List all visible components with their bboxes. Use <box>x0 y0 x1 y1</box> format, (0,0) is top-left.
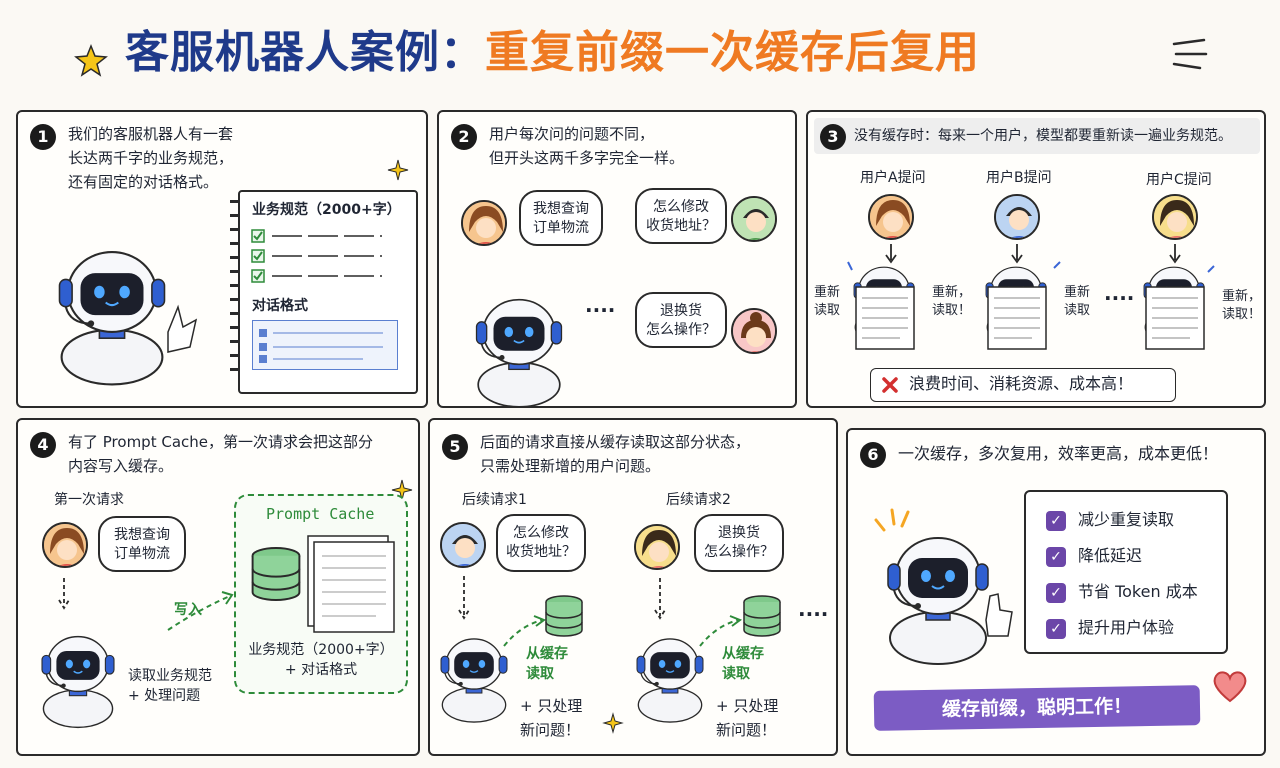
user-b-label: 用户B提问 <box>986 170 1052 186</box>
from-cache-label: 从缓存 读取 <box>526 646 568 682</box>
robot-reading-icon <box>847 261 1215 350</box>
user-avatar <box>42 522 88 568</box>
page-title: 客服机器人案例：重复前缀一次缓存后复用 <box>125 16 980 80</box>
waste-banner: 浪费时间、消耗资源、成本高！ <box>870 368 1176 402</box>
step-number: 1 <box>30 124 56 150</box>
reread-label: 重新 读取 <box>1064 285 1091 318</box>
doc-subtitle: 对话格式 <box>252 298 308 314</box>
benefit-item: ✓提升用户体验 <box>1046 616 1174 640</box>
question-bubble: 退换货 怎么操作？ <box>694 514 784 572</box>
user-avatar <box>1152 194 1198 240</box>
prompt-cache-box: Prompt Cache 业务规范（2000+字） + 对话格式 <box>234 494 408 694</box>
reread-label: 重新， 读取！ <box>1222 289 1262 322</box>
from-cache-label: 从缓存 读取 <box>722 646 764 682</box>
cache-desc: 业务规范（2000+字） + 对话格式 <box>248 642 394 678</box>
question-bubble: 我想查询 订单物流 <box>519 190 603 246</box>
heart-icon <box>1213 671 1247 703</box>
ellipsis-dots: ···· <box>585 298 616 322</box>
arrow-icon <box>885 244 1181 264</box>
title-part2: 重复前缀一次缓存后复用 <box>485 27 980 78</box>
slogan-banner: 缓存前缀，聪明工作！ <box>873 685 1201 731</box>
benefit-item: ✓节省 Token 成本 <box>1046 580 1198 604</box>
check-icon: ✓ <box>1046 618 1066 639</box>
panel-2: 2 用户每次问的问题不同， 但开头这两千多字完全一样。 我想查询 订单物流 怎么… <box>437 110 797 408</box>
panel-text: 用户每次问的问题不同， 但开头这两千多字完全一样。 <box>489 125 685 167</box>
panel-text: 没有缓存时：每来一个用户，模型都要重新读一遍业务规范。 <box>854 128 1232 144</box>
user-avatar <box>634 524 680 570</box>
check-icon: ✓ <box>1046 582 1066 603</box>
panel-4: 4 有了 Prompt Cache，第一次请求会把这部分 内容写入缓存。 第一次… <box>16 418 420 756</box>
first-request-label: 第一次请求 <box>54 492 124 508</box>
step-number: 3 <box>820 124 846 150</box>
sparkle-icon <box>387 159 409 181</box>
panel-text: 一次缓存，多次复用，效率更高，成本更低！ <box>898 444 1219 463</box>
question-bubble: 退换货 怎么操作？ <box>635 292 727 348</box>
robot-icon <box>874 508 1013 665</box>
panel-text: 后面的请求直接从缓存读取这部分状态， 只需处理新增的用户问题。 <box>480 433 751 475</box>
step-number: 6 <box>860 442 886 468</box>
robot-icon <box>58 251 198 386</box>
user-avatar <box>731 308 777 354</box>
question-bubble: 我想查询 订单物流 <box>98 516 186 572</box>
panel-1: 1 我们的客服机器人有一套 长达两千字的业务规范， 还有固定的对话格式。 业务规… <box>16 110 428 408</box>
title-bar: 客服机器人案例：重复前缀一次缓存后复用 <box>0 6 1280 98</box>
cache-title: Prompt Cache <box>266 505 375 523</box>
user-avatar <box>440 522 486 568</box>
question-bubble: 怎么修改 收货地址？ <box>635 188 727 244</box>
panel-5: 5 后面的请求直接从缓存读取这部分状态， 只需处理新增的用户问题。 后续请求1 … <box>428 418 838 756</box>
panel-text: 有了 Prompt Cache，第一次请求会把这部分 内容写入缓存。 <box>68 433 373 475</box>
benefit-item: ✓减少重复读取 <box>1046 508 1174 532</box>
step-number: 4 <box>30 432 56 458</box>
arrow-icon <box>58 578 234 631</box>
panel-text: 我们的客服机器人有一套 长达两千字的业务规范， 还有固定的对话格式。 <box>68 125 234 191</box>
only-new-label: + 只处理 新问题！ <box>520 697 583 739</box>
title-part1: 客服机器人案例： <box>125 27 485 78</box>
panel-6: 6 一次缓存，多次复用，效率更高，成本更低！ ✓减少重复读取 ✓降低延迟 ✓节省… <box>846 428 1266 756</box>
ellipsis-dots: ···· <box>1104 286 1135 310</box>
checklist <box>251 229 382 283</box>
request-label: 后续请求1 <box>462 492 527 508</box>
database-icon <box>251 535 395 633</box>
user-avatar <box>731 196 777 242</box>
robot-icon <box>475 298 563 406</box>
user-avatar <box>868 194 914 240</box>
sparkle-icon <box>602 712 624 734</box>
check-icon: ✓ <box>1046 510 1066 531</box>
reread-label: 重新 读取 <box>814 285 841 318</box>
document-icon: 业务规范（2000+字） 对话格式 <box>230 190 418 394</box>
only-new-label: + 只处理 新问题！ <box>716 697 779 739</box>
sparkle-lines-icon <box>1172 38 1208 70</box>
format-box <box>252 320 398 370</box>
doc-title: 业务规范（2000+字） <box>252 202 401 218</box>
question-bubble: 怎么修改 收货地址？ <box>496 514 586 572</box>
user-avatar <box>994 194 1040 240</box>
arrow-icon <box>458 576 743 647</box>
user-avatar <box>461 200 507 246</box>
slogan-text: 缓存前缀，聪明工作！ <box>941 695 1133 721</box>
request-label: 后续请求2 <box>666 492 731 508</box>
benefits-list: ✓减少重复读取 ✓降低延迟 ✓节省 Token 成本 ✓提升用户体验 <box>1024 490 1228 654</box>
user-a-label: 用户A提问 <box>860 170 926 186</box>
star-icon <box>74 43 108 77</box>
panel-3: 3 没有缓存时：每来一个用户，模型都要重新读一遍业务规范。 用户A提问 用户B提… <box>806 110 1266 408</box>
reread-label: 重新， 读取！ <box>932 285 972 318</box>
user-c-label: 用户C提问 <box>1146 172 1212 188</box>
waste-text: 浪费时间、消耗资源、成本高！ <box>909 374 1134 393</box>
ellipsis-dots: ···· <box>798 602 829 626</box>
write-label: 写入 <box>174 602 202 618</box>
step-number: 2 <box>451 124 477 150</box>
check-icon: ✓ <box>1046 546 1066 567</box>
read-label: 读取业务规范 + 处理问题 <box>128 668 212 704</box>
benefit-item: ✓降低延迟 <box>1046 544 1142 568</box>
cross-icon <box>882 377 898 393</box>
step-number: 5 <box>442 434 468 460</box>
